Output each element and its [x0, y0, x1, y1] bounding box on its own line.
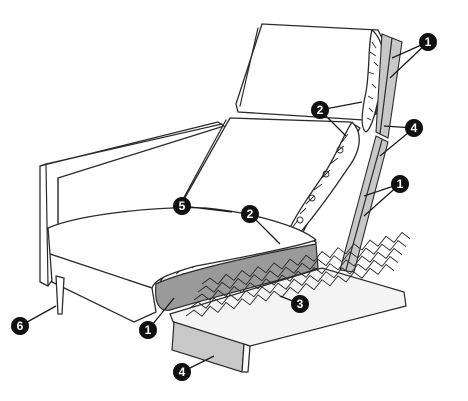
callout-number: 1 [397, 177, 404, 191]
callout-badge-6-leg: 6 [11, 317, 29, 335]
callout-badge-1-seat: 1 [139, 321, 157, 339]
spring-coil [189, 255, 399, 309]
callout-number: 4 [411, 121, 418, 135]
callout-badge-2-back: 2 [311, 101, 329, 119]
spring-base [169, 231, 411, 347]
spring-coil [193, 247, 403, 301]
callout-number: 3 [297, 297, 304, 311]
callout-badge-2-seat: 2 [241, 205, 259, 223]
callout-number: 2 [317, 103, 324, 117]
callout-badge-5-seat: 5 [173, 197, 191, 215]
callout-number: 4 [179, 365, 186, 379]
front-board [171, 321, 251, 373]
callout-badge-1-middle: 1 [391, 175, 409, 193]
spring-coil [197, 239, 407, 293]
seat-cushion [47, 207, 317, 323]
callout-number: 1 [145, 323, 152, 337]
callout-badge-3-springs: 3 [291, 295, 309, 313]
callout-number: 6 [17, 319, 24, 333]
back-padding-strip [287, 121, 360, 238]
spring-coil [185, 263, 395, 317]
back-frame-boards [339, 33, 403, 273]
callout-number: 5 [179, 199, 186, 213]
upper-back-cushion [235, 23, 383, 121]
callout-badge-4-back: 4 [405, 119, 423, 137]
callout-badge-1-top: 1 [419, 33, 437, 51]
callout-badge-4-front: 4 [173, 363, 191, 381]
spring-coil [201, 231, 411, 285]
callout-number: 1 [425, 35, 432, 49]
leg [55, 275, 65, 315]
callout-number: 2 [247, 207, 254, 221]
